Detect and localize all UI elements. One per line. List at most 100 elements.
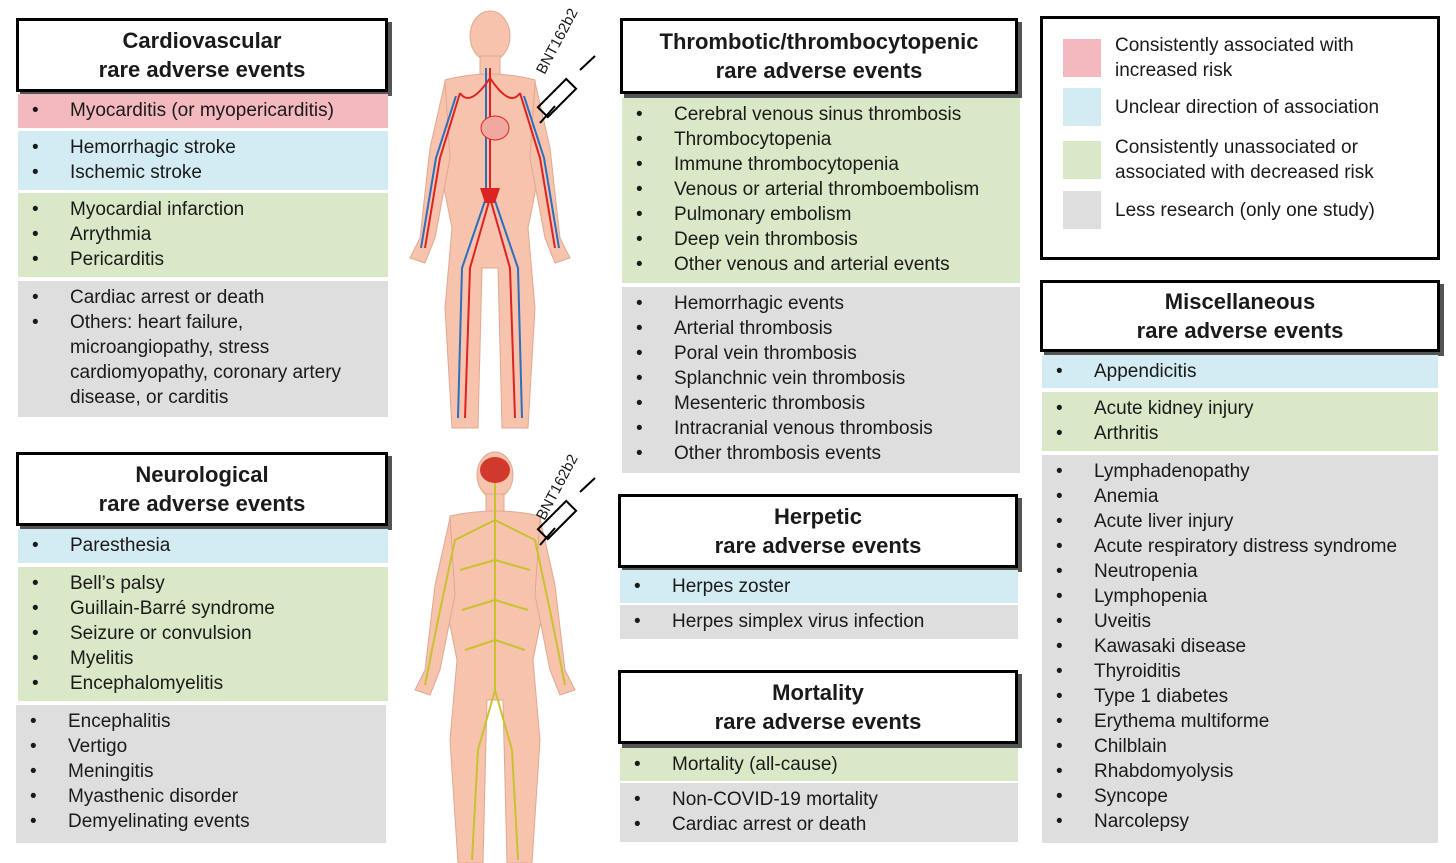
list-item: Rhabdomyolysis: [1042, 759, 1438, 784]
legend-label-red: Consistently associated with increased r…: [1115, 35, 1354, 81]
legend-item-green: Consistently unassociated or associated …: [1063, 135, 1415, 185]
thrombotic-gray-group: Hemorrhagic events Arterial thrombosis P…: [622, 287, 1020, 473]
circulatory-system-figure: [409, 10, 596, 429]
miscellaneous-title-line2: rare adverse events: [1136, 318, 1344, 343]
miscellaneous-title-line1: Miscellaneous: [1164, 289, 1316, 314]
list-item: Uveitis: [1042, 609, 1438, 634]
mortality-title-line2: rare adverse events: [714, 709, 922, 734]
list-item: Narcolepsy: [1042, 809, 1438, 834]
list-item: Pulmonary embolism: [622, 202, 1020, 227]
thrombotic-title: Thrombotic/thrombocytopenic rare adverse…: [620, 18, 1018, 94]
list-item: Meningitis: [16, 759, 386, 784]
thrombotic-title-line2: rare adverse events: [715, 58, 923, 83]
cardiovascular-green-group: Myocardial infarction Arrythmia Pericard…: [18, 193, 388, 277]
list-item: Non-COVID-19 mortality: [620, 787, 1018, 812]
mortality-gray-group: Non-COVID-19 mortality Cardiac arrest or…: [620, 783, 1018, 842]
neurological-title: Neurological rare adverse events: [16, 452, 388, 526]
list-item: Hemorrhagic events: [622, 291, 1020, 316]
list-item: Type 1 diabetes: [1042, 684, 1438, 709]
neurological-blue-group: Paresthesia: [18, 529, 388, 563]
list-item: Erythema multiforme: [1042, 709, 1438, 734]
neurological-gray-group: Encephalitis Vertigo Meningitis Myasthen…: [16, 705, 386, 843]
list-item: Myocarditis (or myopericarditis): [18, 98, 388, 123]
list-item: Deep vein thrombosis: [622, 227, 1020, 252]
list-item: Demyelinating events: [16, 809, 386, 834]
cardiovascular-gray-group: Cardiac arrest or death Others: heart fa…: [18, 281, 388, 417]
legend-swatch-green: [1063, 141, 1101, 179]
neurological-green-group: Bell’s palsy Guillain-Barré syndrome Sei…: [18, 567, 388, 701]
legend-swatch-blue: [1063, 88, 1101, 126]
legend-item-red: Consistently associated with increased r…: [1063, 33, 1415, 83]
list-item: Thrombocytopenia: [622, 127, 1020, 152]
miscellaneous-green-group: Acute kidney injury Arthritis: [1042, 392, 1438, 451]
list-item: Kawasaki disease: [1042, 634, 1438, 659]
legend-label-green: Consistently unassociated or associated …: [1115, 137, 1374, 183]
legend-label-blue: Unclear direction of association: [1115, 96, 1380, 118]
herpetic-blue-group: Herpes zoster: [620, 570, 1018, 603]
list-item: Others: heart failure, microangiopathy, …: [18, 310, 388, 410]
list-item: Splanchnic vein thrombosis: [622, 366, 1020, 391]
legend-item-gray: Less research (only one study): [1063, 191, 1425, 229]
neurological-title-line2: rare adverse events: [98, 491, 306, 516]
cardiovascular-red-group: Myocarditis (or myopericarditis): [18, 94, 388, 128]
miscellaneous-title: Miscellaneous rare adverse events: [1040, 280, 1440, 352]
list-item: Guillain-Barré syndrome: [18, 596, 388, 621]
thrombotic-green-group: Cerebral venous sinus thrombosis Thrombo…: [622, 98, 1020, 283]
list-item: Herpes simplex virus infection: [620, 609, 1018, 634]
legend-swatch-red: [1063, 39, 1101, 77]
herpetic-gray-group: Herpes simplex virus infection: [620, 605, 1018, 639]
mortality-green-group: Mortality (all-cause): [620, 748, 1018, 781]
miscellaneous-gray-group: Lymphadenopathy Anemia Acute liver injur…: [1042, 455, 1438, 843]
cardiovascular-blue-group: Hemorrhagic stroke Ischemic stroke: [18, 131, 388, 190]
list-item: Thyroiditis: [1042, 659, 1438, 684]
list-item: Lymphopenia: [1042, 584, 1438, 609]
list-item: Intracranial venous thrombosis: [622, 416, 1020, 441]
legend-swatch-gray: [1063, 191, 1101, 229]
list-item: Arrythmia: [18, 222, 388, 247]
list-item: Herpes zoster: [620, 574, 1018, 599]
list-item: Myocardial infarction: [18, 197, 388, 222]
cardiovascular-title: Cardiovascular rare adverse events: [16, 18, 388, 92]
list-item: Hemorrhagic stroke: [18, 135, 388, 160]
list-item: Appendicitis: [1042, 359, 1438, 384]
list-item: Cardiac arrest or death: [620, 812, 1018, 837]
list-item: Syncope: [1042, 784, 1438, 809]
miscellaneous-blue-group: Appendicitis: [1042, 355, 1438, 388]
list-item: Arterial thrombosis: [622, 316, 1020, 341]
list-item: Seizure or convulsion: [18, 621, 388, 646]
mortality-title-line1: Mortality: [772, 680, 864, 705]
list-item: Myelitis: [18, 646, 388, 671]
list-item: Cardiac arrest or death: [18, 285, 388, 310]
list-item: Ischemic stroke: [18, 160, 388, 185]
list-item: Other thrombosis events: [622, 441, 1020, 466]
list-item: Cerebral venous sinus thrombosis: [622, 102, 1020, 127]
herpetic-title-line2: rare adverse events: [714, 533, 922, 558]
list-item: Acute respiratory distress syndrome: [1042, 534, 1438, 559]
list-item: Paresthesia: [18, 533, 388, 558]
list-item: Immune thrombocytopenia: [622, 152, 1020, 177]
list-item: Vertigo: [16, 734, 386, 759]
list-item: Acute kidney injury: [1042, 396, 1438, 421]
list-item: Bell’s palsy: [18, 571, 388, 596]
list-item: Arthritis: [1042, 421, 1438, 446]
list-item: Venous or arterial thromboembolism: [622, 177, 1020, 202]
legend-label-gray: Less research (only one study): [1115, 199, 1375, 221]
mortality-title: Mortality rare adverse events: [618, 670, 1018, 744]
list-item: Mortality (all-cause): [620, 752, 1018, 777]
list-item: Encephalomyelitis: [18, 671, 388, 696]
list-item: Pericarditis: [18, 247, 388, 272]
cardiovascular-title-line1: Cardiovascular: [122, 28, 282, 53]
legend: Consistently associated with increased r…: [1040, 16, 1440, 260]
neurological-title-line1: Neurological: [135, 462, 269, 487]
list-item: Lymphadenopathy: [1042, 459, 1438, 484]
list-item: Chilblain: [1042, 734, 1438, 759]
list-item: Poral vein thrombosis: [622, 341, 1020, 366]
herpetic-title: Herpetic rare adverse events: [618, 494, 1018, 568]
list-item: Encephalitis: [16, 709, 386, 734]
list-item: Acute liver injury: [1042, 509, 1438, 534]
cardiovascular-title-line2: rare adverse events: [98, 57, 306, 82]
herpetic-title-line1: Herpetic: [773, 504, 863, 529]
list-item: Neutropenia: [1042, 559, 1438, 584]
thrombotic-title-line1: Thrombotic/thrombocytopenic: [659, 29, 979, 54]
nervous-system-figure: [414, 451, 596, 863]
